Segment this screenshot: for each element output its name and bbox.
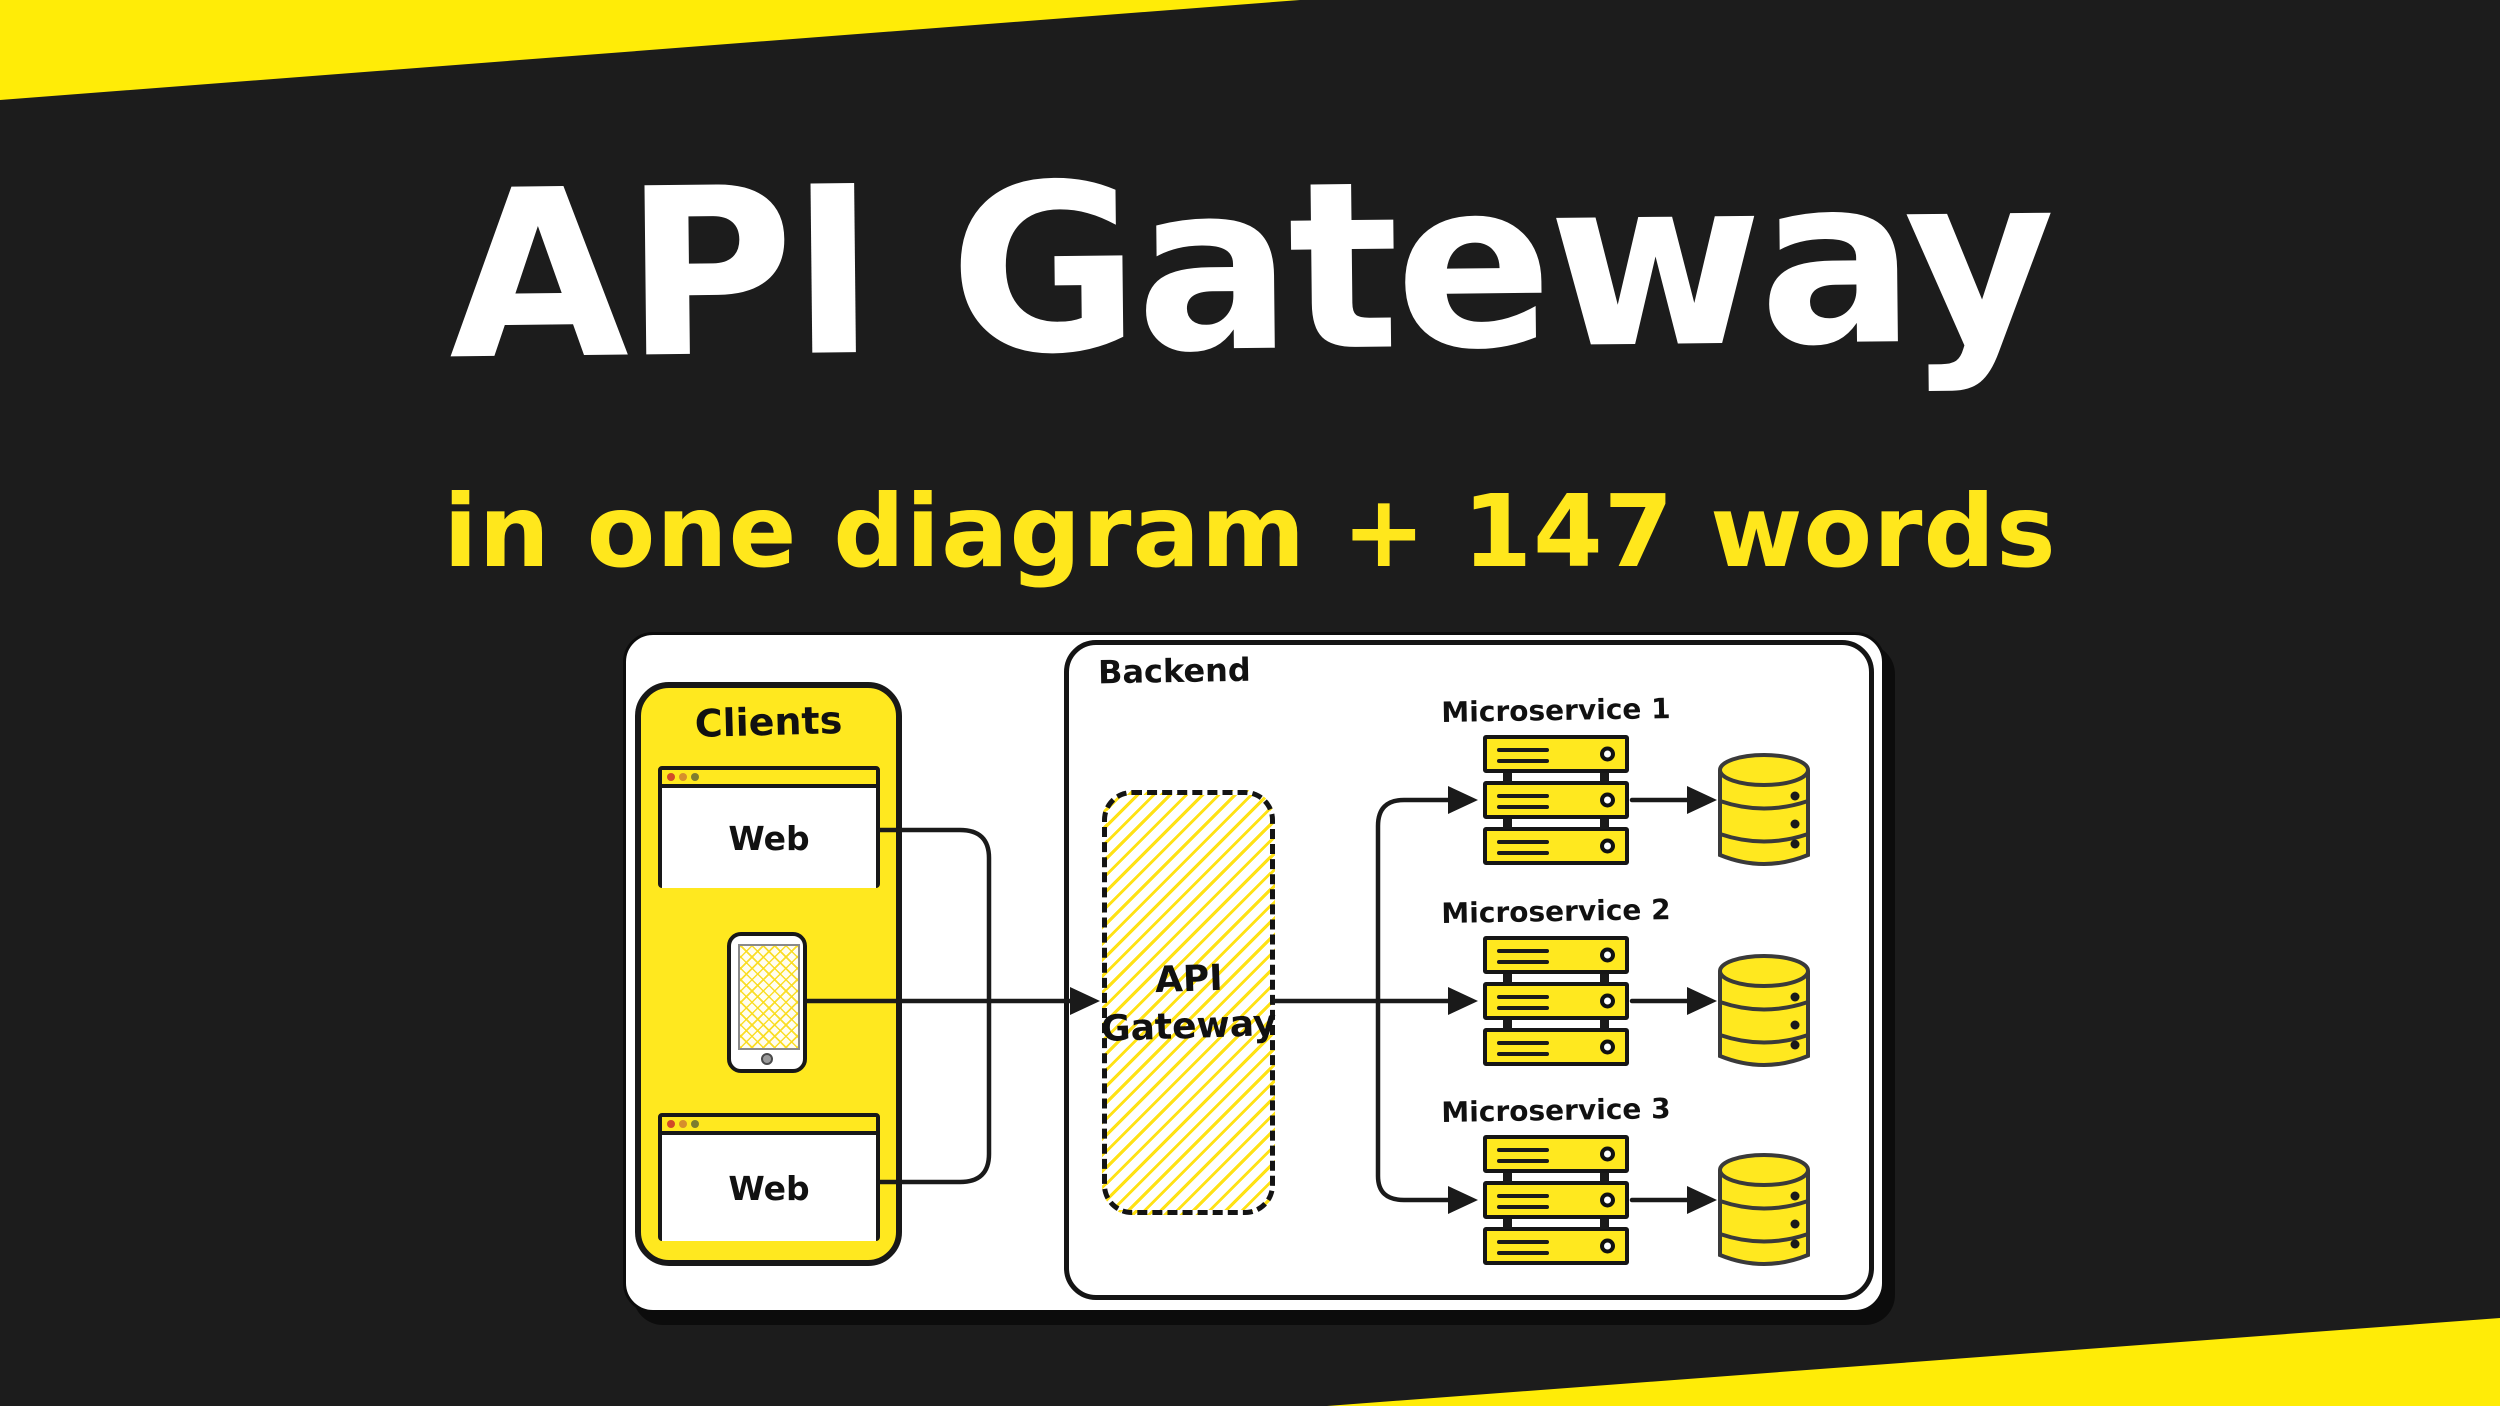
server-led-icon	[1600, 1192, 1615, 1208]
web-browser-bottom: Web	[658, 1113, 880, 1241]
phone-screen	[738, 944, 800, 1050]
api-gateway-label-line2: Gateway	[1100, 1002, 1277, 1050]
server-unit-icon	[1483, 1028, 1629, 1066]
server-rack-connector	[1503, 1219, 1512, 1229]
server-vent-line	[1497, 1006, 1549, 1010]
web-label-top: Web	[662, 788, 876, 888]
server-led-icon	[1600, 1238, 1615, 1254]
server-rack-connector	[1600, 773, 1609, 783]
backend-label: Backend	[1097, 650, 1252, 692]
server-vent-line	[1497, 1052, 1549, 1056]
server-unit-icon	[1483, 735, 1629, 773]
server-vent-line	[1497, 840, 1549, 844]
microservice-label-3: Microservice 3	[1441, 1092, 1671, 1129]
server-led-icon	[1600, 838, 1615, 854]
olive-dot-icon	[691, 773, 699, 781]
server-vent-line	[1497, 748, 1549, 752]
browser-titlebar	[662, 1117, 876, 1135]
server-led-icon	[1600, 947, 1615, 963]
server-vent-line	[1497, 1148, 1549, 1152]
server-unit-icon	[1483, 1135, 1629, 1173]
server-unit-icon	[1483, 1227, 1629, 1265]
server-led-icon	[1600, 792, 1615, 808]
server-vent-line	[1497, 1194, 1549, 1198]
server-rack-connector	[1600, 1020, 1609, 1030]
server-rack-connector	[1503, 1020, 1512, 1030]
server-vent-line	[1497, 1240, 1549, 1244]
server-rack-connector	[1600, 1173, 1609, 1183]
server-vent-line	[1497, 960, 1549, 964]
server-rack-connector	[1503, 1173, 1512, 1183]
web-browser-top: Web	[658, 766, 880, 888]
clients-label: Clients	[694, 698, 843, 746]
server-vent-line	[1497, 1159, 1549, 1163]
traffic-light-dots	[667, 773, 699, 781]
browser-titlebar	[662, 770, 876, 788]
traffic-light-dots	[667, 1120, 699, 1128]
server-rack-connector	[1600, 974, 1609, 984]
server-unit-icon	[1483, 982, 1629, 1020]
page-title: API Gateway	[447, 124, 2053, 412]
olive-dot-icon	[691, 1120, 699, 1128]
server-rack-connector	[1503, 819, 1512, 829]
red-dot-icon	[667, 773, 675, 781]
server-led-icon	[1600, 1039, 1615, 1055]
web-label-bottom: Web	[662, 1135, 876, 1241]
api-gateway-label-line1: API	[1153, 957, 1224, 1001]
server-rack-connector	[1600, 819, 1609, 829]
server-unit-icon	[1483, 781, 1629, 819]
server-unit-icon	[1483, 936, 1629, 974]
server-stack-1	[1483, 735, 1629, 865]
server-vent-line	[1497, 995, 1549, 999]
microservice-label-1: Microservice 1	[1441, 692, 1671, 729]
server-vent-line	[1497, 949, 1549, 953]
orange-dot-icon	[679, 773, 687, 781]
server-unit-icon	[1483, 1181, 1629, 1219]
server-vent-line	[1497, 759, 1549, 763]
server-led-icon	[1600, 1146, 1615, 1162]
phone-home-button	[761, 1053, 773, 1065]
red-dot-icon	[667, 1120, 675, 1128]
server-vent-line	[1497, 1251, 1549, 1255]
server-vent-line	[1497, 1205, 1549, 1209]
server-vent-line	[1497, 851, 1549, 855]
server-stack-2	[1483, 936, 1629, 1066]
server-unit-icon	[1483, 827, 1629, 865]
page-subtitle: in one diagram + 147 words	[443, 473, 2057, 590]
server-rack-connector	[1503, 773, 1512, 783]
server-vent-line	[1497, 794, 1549, 798]
server-rack-connector	[1503, 974, 1512, 984]
orange-dot-icon	[679, 1120, 687, 1128]
api-gateway-box: API Gateway	[1100, 790, 1277, 1215]
server-vent-line	[1497, 805, 1549, 809]
server-rack-connector	[1600, 1219, 1609, 1229]
server-stack-3	[1483, 1135, 1629, 1265]
server-vent-line	[1497, 1041, 1549, 1045]
microservice-label-2: Microservice 2	[1441, 893, 1671, 930]
server-led-icon	[1600, 746, 1615, 762]
smartphone-icon	[727, 932, 807, 1073]
server-led-icon	[1600, 993, 1615, 1009]
